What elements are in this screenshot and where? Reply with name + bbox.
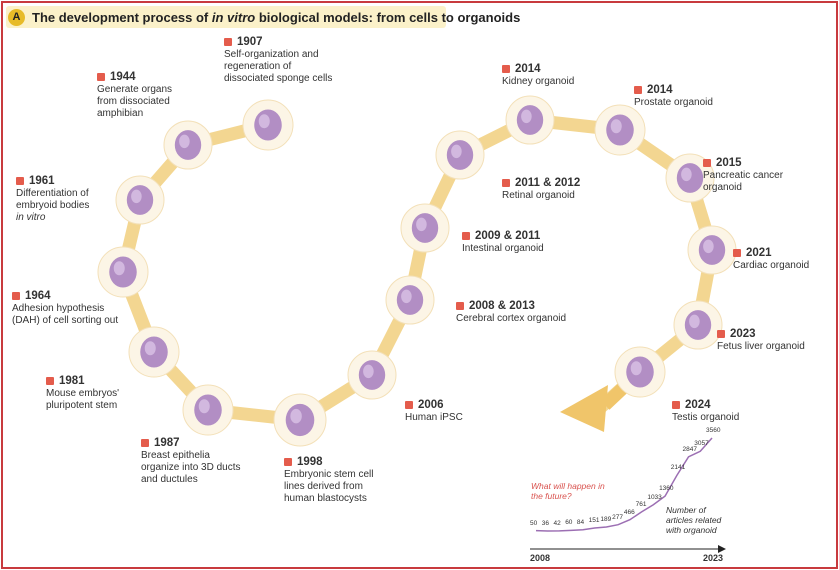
- article-count-label: 36: [541, 520, 549, 528]
- article-count-label: 189: [600, 516, 612, 523]
- testis-icon: [614, 346, 666, 398]
- chart-start-year: 2008: [530, 553, 551, 563]
- blastocyst-icon: [128, 326, 180, 378]
- chart-time-axis-arrow: [718, 545, 726, 553]
- milestone-marker: [97, 73, 105, 81]
- article-count-label: 2847: [682, 445, 697, 453]
- title-banner: [6, 6, 446, 28]
- milestone-marker: [12, 292, 20, 300]
- article-count-label: 277: [612, 513, 623, 521]
- ipsc-icon: [347, 350, 397, 400]
- articles-trend-line: [535, 437, 713, 532]
- frog-icon: [115, 175, 165, 225]
- milestone-marker: [717, 330, 725, 338]
- embryonic-stem-cell-icon: [273, 393, 327, 447]
- milestone-marker: [224, 38, 232, 46]
- milestone-marker: [284, 458, 292, 466]
- figure-title: The development process of in vitro biol…: [32, 10, 521, 25]
- chart-end-year: 2023: [703, 553, 724, 563]
- cell-cluster-icon: [97, 246, 149, 298]
- milestone-marker: [46, 377, 54, 385]
- article-count-label: 466: [623, 508, 635, 516]
- pancreas-icon: [665, 153, 715, 203]
- eye-icon: [435, 130, 485, 180]
- kidney-icon: [505, 95, 555, 145]
- milestone-marker: [502, 65, 510, 73]
- timeline-arrow-head: [560, 385, 608, 432]
- article-count-label: 1033: [647, 493, 662, 501]
- milestone-marker: [16, 177, 24, 185]
- article-count-label: 761: [635, 500, 647, 508]
- panel-badge: A: [8, 9, 25, 26]
- article-count-label: 3057: [694, 440, 709, 448]
- milestone-marker: [462, 232, 470, 240]
- liver-icon: [673, 300, 723, 350]
- brain-icon: [385, 275, 435, 325]
- article-count-label: 3560: [706, 427, 721, 434]
- milestone-marker: [502, 179, 510, 187]
- milestone-marker: [456, 302, 464, 310]
- article-count-label: 50: [530, 519, 538, 527]
- article-count-label: 60: [565, 519, 573, 527]
- intestine-icon: [400, 203, 450, 253]
- milestone-marker: [733, 249, 741, 257]
- sponge-cell-icon: [242, 99, 294, 151]
- article-count-label: 1360: [659, 485, 674, 493]
- article-count-label: 2141: [670, 464, 686, 472]
- breast-duct-icon: [182, 384, 234, 436]
- embryo-icon: [163, 120, 213, 170]
- milestone-marker: [672, 401, 680, 409]
- article-count-label: 42: [553, 519, 561, 527]
- prostate-icon: [594, 104, 646, 156]
- milestone-marker: [405, 401, 413, 409]
- milestone-marker: [703, 159, 711, 167]
- article-count-label: 151: [588, 517, 600, 524]
- heart-icon: [687, 225, 737, 275]
- milestone-marker: [634, 86, 642, 94]
- milestone-marker: [141, 439, 149, 447]
- article-count-label: 84: [576, 518, 585, 526]
